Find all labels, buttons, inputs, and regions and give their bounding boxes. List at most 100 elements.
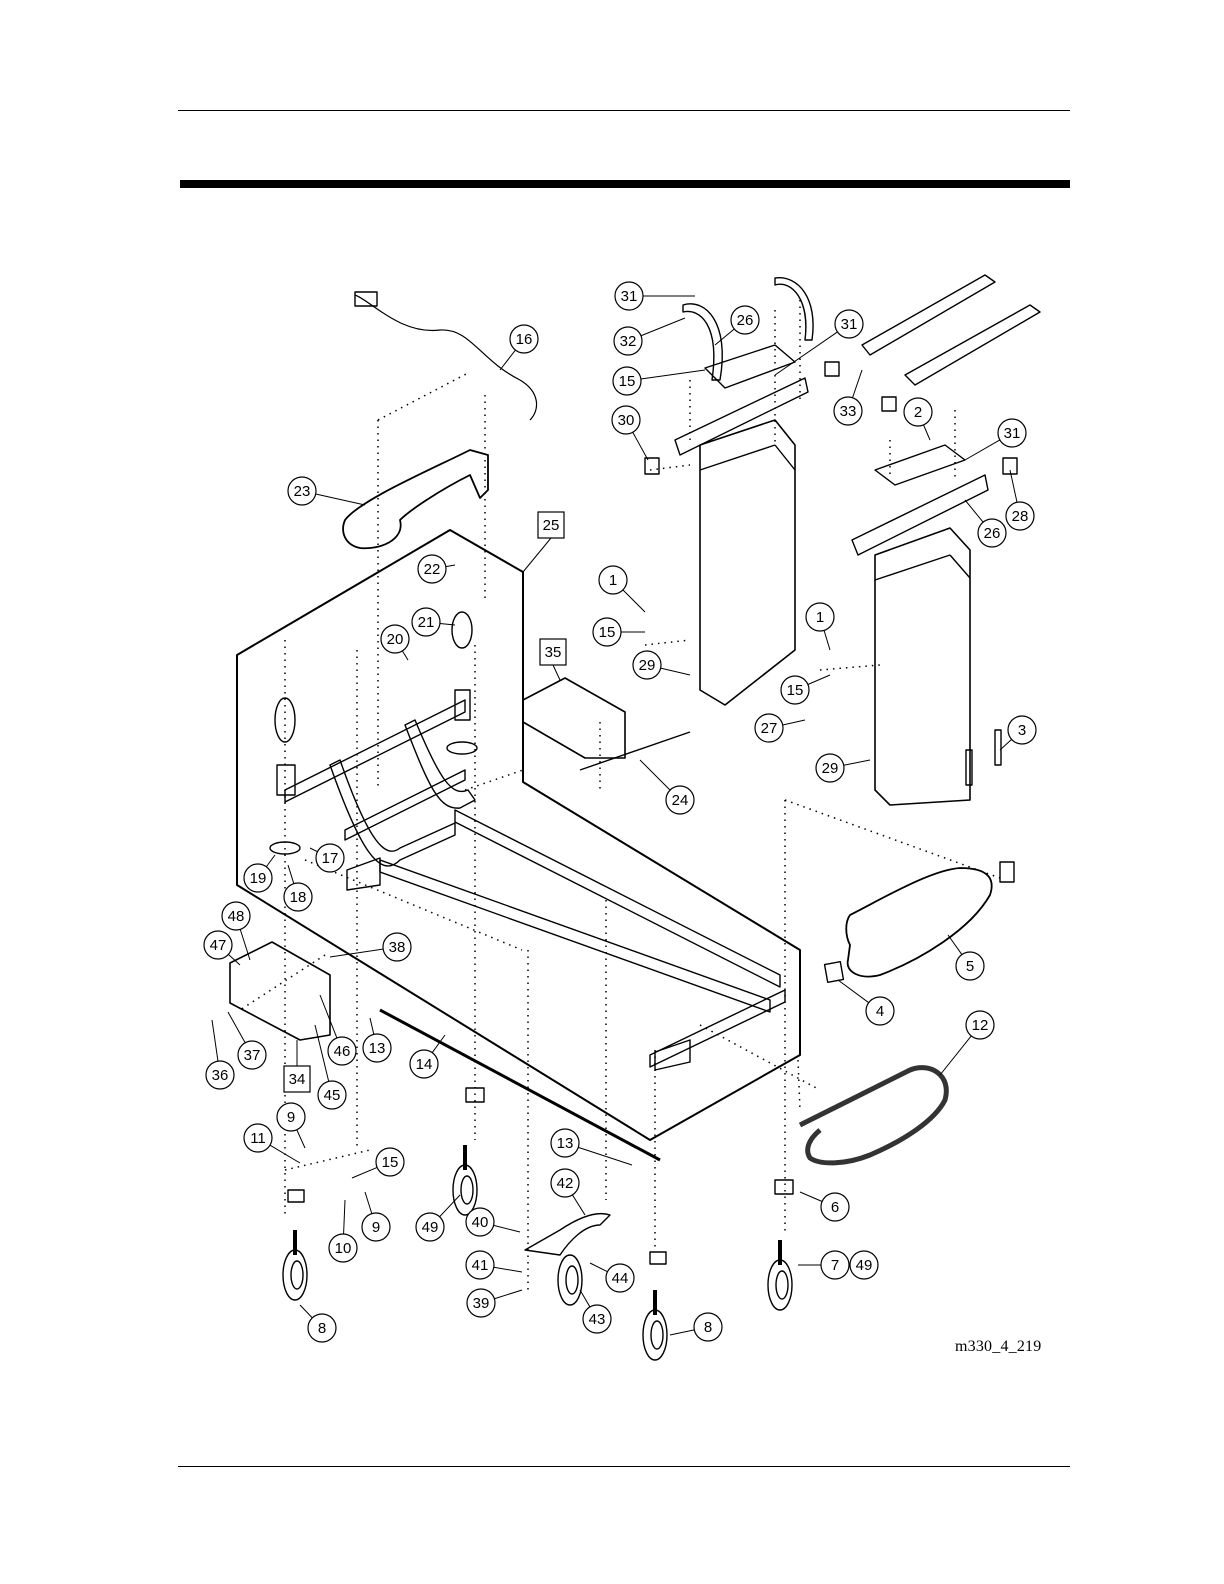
callout-label: 49 [422, 1219, 439, 1236]
leader-line [580, 1290, 590, 1307]
callout-40: 40 [466, 1208, 520, 1236]
leader-line [1000, 739, 1012, 750]
leader-line [670, 1330, 694, 1335]
actuator-rail [852, 475, 988, 555]
callout-label: 13 [369, 1040, 386, 1057]
callout-4: 4 [838, 980, 894, 1025]
callout-15: 15 [613, 367, 705, 395]
top-frame-bar [862, 275, 995, 355]
callout-label: 15 [599, 624, 616, 641]
callout-label: 15 [787, 682, 804, 699]
callout-label: 28 [1012, 508, 1029, 525]
leader-line [715, 329, 734, 345]
figure-id: m330_4_219 [955, 1338, 1041, 1356]
callout-label: 3 [1018, 722, 1026, 739]
assembly-guide-line [700, 1025, 820, 1090]
callout-label: 14 [416, 1056, 433, 1073]
callout-43: 43 [580, 1290, 611, 1333]
callout-label: 32 [620, 333, 637, 350]
callout-label: 35 [545, 644, 562, 661]
center-bracket [525, 1214, 610, 1255]
assembly-guide-line [285, 1150, 370, 1170]
callout-label: 13 [557, 1135, 574, 1152]
callout-21: 21 [412, 608, 455, 636]
caster [768, 1240, 792, 1310]
callout-label: 27 [761, 720, 778, 737]
callout-32: 32 [614, 318, 685, 355]
frame-long-rail [455, 810, 780, 987]
rod-3 [995, 730, 1001, 765]
callout-label: 40 [472, 1214, 489, 1231]
frame-cross-rail [650, 990, 785, 1067]
callout-41: 41 [466, 1251, 522, 1279]
callout-6: 6 [800, 1192, 849, 1221]
mount-block [650, 1252, 666, 1264]
callout-label: 38 [389, 939, 406, 956]
callout-label: 24 [672, 792, 689, 809]
callout-14: 14 [410, 1035, 445, 1078]
leader-line [578, 1147, 632, 1165]
leader-line [446, 565, 455, 567]
callout-8: 8 [300, 1305, 336, 1342]
callout-22: 22 [418, 555, 455, 583]
leader-line [838, 980, 869, 1003]
callout-label: 31 [841, 316, 858, 333]
leader-line [783, 720, 805, 725]
lift-column-lower [875, 528, 970, 805]
callout-label: 20 [387, 631, 404, 648]
callout-24: 24 [640, 760, 694, 814]
leader-line [808, 675, 830, 684]
leader-line [370, 1018, 374, 1034]
callout-label: 47 [210, 937, 227, 954]
callout-label: 44 [612, 1270, 629, 1287]
callout-1: 1 [599, 566, 645, 612]
callout-8: 8 [670, 1313, 722, 1341]
callout-label: 1 [609, 572, 617, 589]
callout-39: 39 [467, 1289, 522, 1317]
callout-12: 12 [940, 1011, 994, 1075]
leader-line [633, 432, 648, 460]
callout-44: 44 [590, 1263, 634, 1292]
head-end-board [343, 450, 488, 548]
callout-label: 2 [914, 404, 922, 421]
callout-label: 5 [966, 958, 974, 975]
leader-line [965, 440, 1000, 460]
leader-line [494, 1290, 522, 1299]
frame-assembly-outline [237, 530, 800, 1140]
leader-line [572, 1195, 585, 1215]
callout-label: 22 [424, 561, 441, 578]
label-plate-4 [825, 962, 844, 983]
mount-block [288, 1190, 304, 1202]
callout-30: 30 [612, 406, 648, 460]
assembly-callout-25: 25 [523, 512, 564, 572]
callout-label: 11 [250, 1130, 266, 1147]
leader-line [661, 668, 690, 675]
callout-label: 19 [250, 870, 267, 887]
callout-23: 23 [288, 477, 365, 505]
callout-47: 47 [204, 931, 240, 965]
caster [643, 1290, 667, 1360]
mount-block [645, 458, 659, 474]
callout-18: 18 [284, 865, 312, 911]
pull-rod-24 [580, 732, 690, 770]
assembly-guide-line [785, 800, 1000, 878]
callout-26: 26 [715, 306, 759, 345]
leader-line [965, 500, 983, 522]
callout-17: 17 [310, 844, 344, 872]
post-cylinder [277, 765, 295, 795]
leader-line [344, 1200, 345, 1234]
leader-line [320, 995, 337, 1038]
callout-27: 27 [755, 714, 805, 742]
callout-label: 25 [543, 517, 560, 534]
callout-label: 29 [639, 657, 656, 674]
callout-label: 10 [335, 1240, 352, 1257]
callout-49: 49 [850, 1251, 878, 1279]
callout-label: 1 [816, 609, 824, 626]
callout-label: 30 [618, 412, 635, 429]
leader-line [553, 665, 560, 680]
leader-line [800, 1192, 822, 1201]
bellows [275, 698, 295, 742]
leader-line [623, 590, 645, 612]
callout-label: 4 [876, 1003, 884, 1020]
callout-label: 21 [418, 614, 435, 631]
